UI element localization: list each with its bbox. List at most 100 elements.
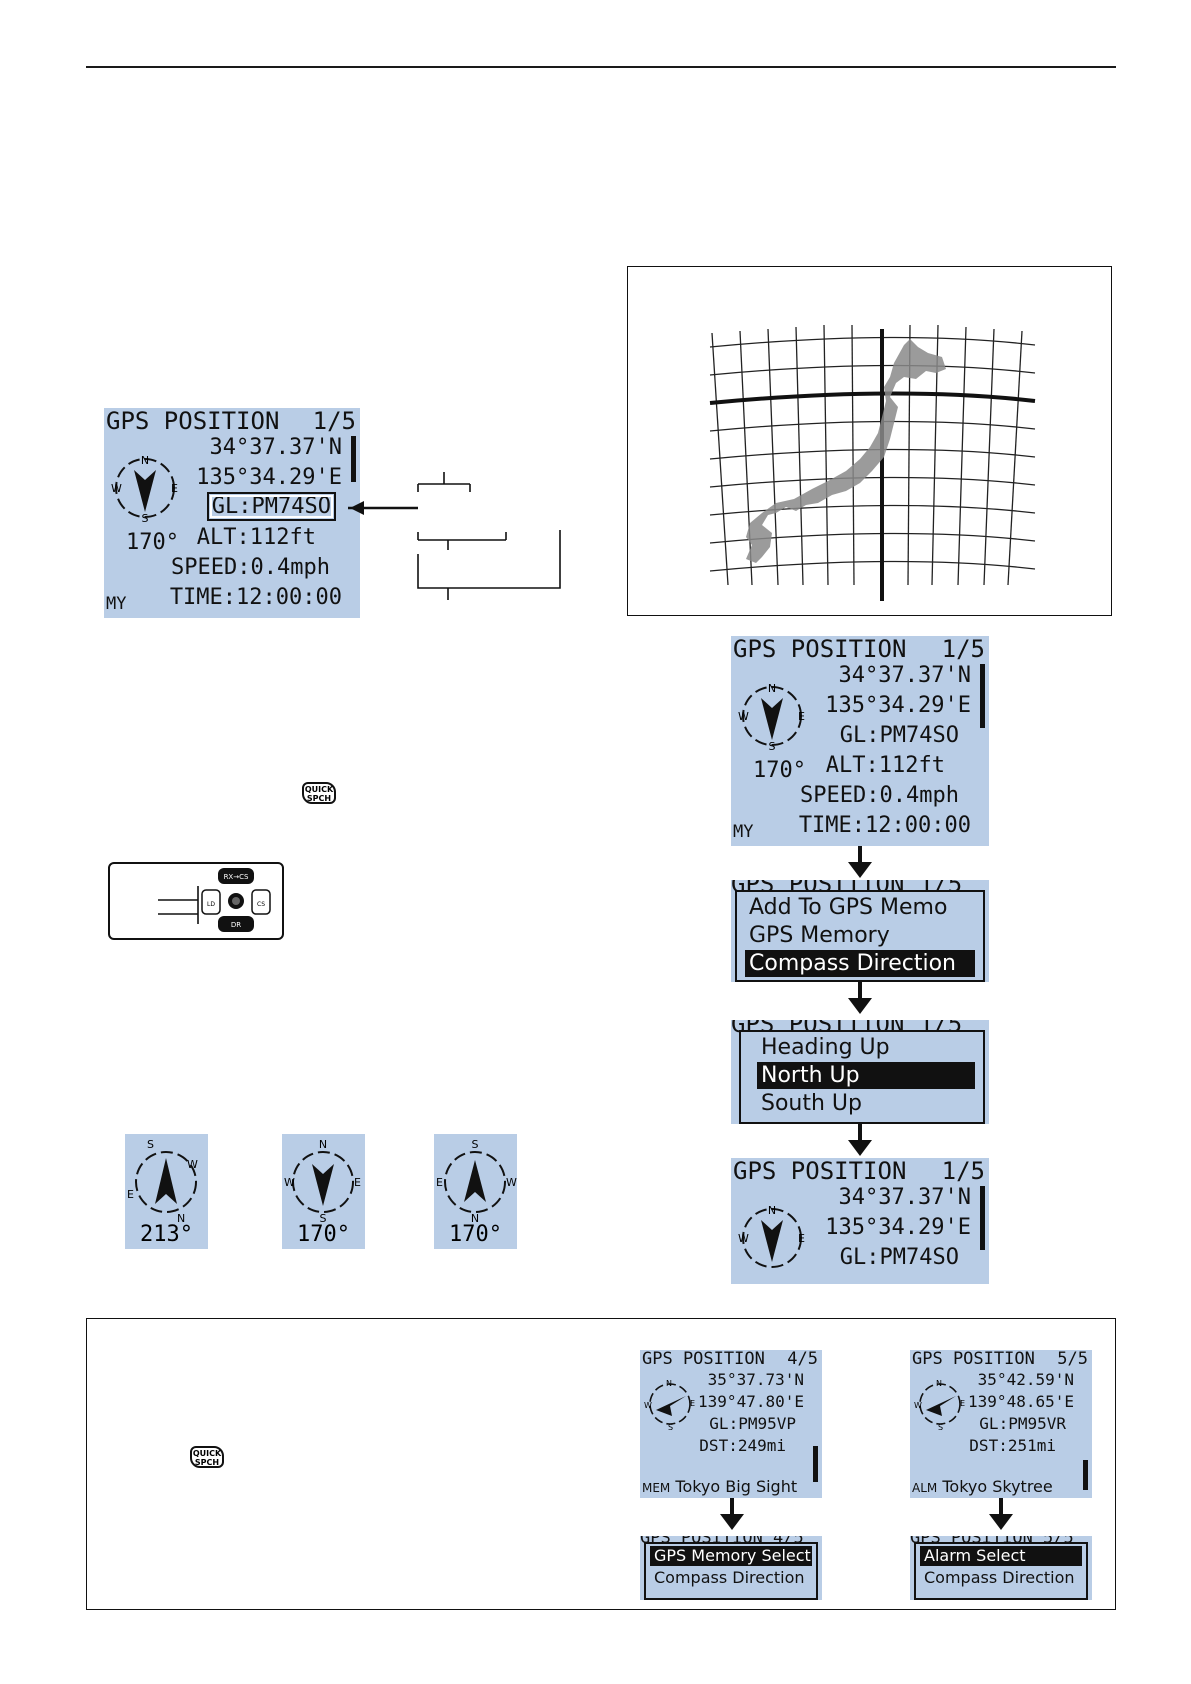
heading-degrees: 170° [753,758,806,783]
menu-item-heading-up[interactable]: Heading Up [761,1035,890,1060]
memory-name-line: MEM Tokyo Big Sight [642,1477,797,1496]
svg-text:S: S [142,512,149,525]
screen-title: GPS POSITION [642,1350,765,1369]
compass-tile-north-up: N S W E 170° [282,1134,365,1249]
gps-position-alarm-screen: GPS POSITION 5/5 N S W E 35°42.59'N 139°… [910,1350,1092,1498]
flow-arrowhead-4 [720,1514,744,1530]
flow-arrowhead-3 [848,1140,872,1156]
screen-title: GPS POSITION [106,408,280,435]
menu-item-gps-memory[interactable]: GPS Memory [749,923,890,948]
menu-panel: Alarm Select Compass Direction [914,1542,1088,1600]
scrollbar[interactable] [351,436,356,482]
svg-text:S: S [320,1212,327,1224]
menu-item-compass-direction[interactable]: Compass Direction [924,1568,1075,1587]
menu-panel: Add To GPS Memo GPS Memory Compass Direc… [735,890,985,982]
longitude: 135°34.29'E [825,1215,971,1240]
menu-item-gps-memory-select[interactable]: GPS Memory Select [650,1546,812,1566]
svg-text:W: W [644,1401,652,1410]
svg-text:E: E [127,1188,134,1201]
quick-menu-memory: GPS POSITION 4/5 GPS Memory Select Compa… [640,1536,822,1600]
compass-icon: N S W E [914,1379,965,1432]
latitude: 34°37.37'N [209,435,342,460]
grid-locator-highlight: GL:PM74SO [206,492,336,521]
latitude: 34°37.37'N [838,1185,971,1210]
grid-locator-map-frame [627,266,1112,616]
svg-text:W: W [284,1176,295,1189]
flow-arrow-4 [730,1498,734,1518]
svg-text:N: N [936,1379,942,1388]
svg-text:CS: CS [257,901,265,908]
heading-degrees: 170° [126,530,179,555]
alarm-name: Tokyo Skytree [942,1477,1053,1496]
compass-north-up-icon: N S W E [738,682,805,753]
svg-text:N: N [768,1204,776,1217]
mode-label: MEM [642,1481,671,1495]
compass-icon: N S W E [644,1379,695,1432]
scrollbar[interactable] [980,664,985,728]
alarm-name-line: ALM Tokyo Skytree [912,1477,1053,1496]
screen-title: GPS POSITION [733,1158,907,1185]
menu-item-alarm-select[interactable]: Alarm Select [920,1546,1082,1566]
latitude: 34°37.37'N [838,663,971,688]
menu-item-add-to-gps-memo[interactable]: Add To GPS Memo [749,895,948,920]
svg-text:W: W [738,710,749,723]
scrollbar[interactable] [813,1446,818,1482]
menu-item-north-up[interactable]: North Up [757,1062,975,1089]
page-indicator: 1/5 [941,1158,985,1185]
svg-text:N: N [319,1138,327,1151]
grid-locator: GL:PM95VP [709,1414,796,1433]
svg-text:S: S [668,1423,673,1432]
altitude: ALT:112ft [825,753,945,778]
page-indicator: 5/5 [1057,1350,1088,1369]
svg-text:S: S [938,1423,943,1432]
svg-text:W: W [187,1158,198,1171]
quick-menu-1: GPS POSITION 1/5 Add To GPS Memo GPS Mem… [731,880,989,982]
svg-text:E: E [798,710,805,723]
flow-arrow-5 [999,1498,1003,1518]
menu-item-compass-direction[interactable]: Compass Direction [654,1568,805,1587]
svg-text:E: E [354,1176,361,1189]
keypad-diagram: RX→CS DR LD CS [108,862,284,940]
speed: SPEED:0.4mph [800,783,959,808]
latitude: 35°37.73'N [707,1370,804,1389]
latitude: 35°42.59'N [977,1370,1074,1389]
flow-arrow-2 [858,982,862,1002]
svg-text:E: E [171,482,178,495]
speed: SPEED:0.4mph [171,555,330,580]
flow-arrowhead-5 [989,1514,1013,1530]
svg-text:E: E [798,1232,805,1245]
menu-panel: GPS Memory Select Compass Direction [644,1542,818,1600]
scrollbar[interactable] [980,1186,985,1250]
svg-text:W: W [111,482,122,495]
longitude: 135°34.29'E [196,465,342,490]
svg-text:E: E [690,1399,695,1408]
longitude: 139°47.80'E [698,1392,804,1411]
heading-degrees: 170° [449,1222,502,1247]
svg-text:N: N [141,454,149,467]
svg-text:N: N [768,682,776,695]
scrollbar[interactable] [1083,1460,1088,1490]
svg-text:W: W [914,1401,922,1410]
grid-locator: GL:PM95VR [979,1414,1066,1433]
compass-tile-heading-up: S W N E 213° [125,1134,208,1249]
svg-text:N: N [471,1212,479,1224]
menu-item-south-up[interactable]: South Up [761,1091,862,1116]
mode-label: MY [733,822,754,842]
mode-label: MY [106,594,127,614]
grid-locator: GL:PM74SO [839,723,959,748]
menu-item-compass-direction[interactable]: Compass Direction [745,950,975,977]
longitude: 139°48.65'E [968,1392,1074,1411]
svg-text:N: N [666,1379,672,1388]
flow-arrowhead-1 [848,862,872,878]
page-indicator: 1/5 [312,408,356,435]
altitude: ALT:112ft [196,525,316,550]
gps-position-screen-step2: GPS POSITION 1/5 N W E 34°37.37'N 135°34… [731,1158,989,1284]
distance: DST:249mi [699,1436,786,1455]
heading-degrees: 213° [140,1222,193,1247]
gps-position-memory-screen: GPS POSITION 4/5 N S W E 35°37.73'N 139°… [640,1350,822,1498]
quick-menu-alarm: GPS POSITION 5/5 Alarm Select Compass Di… [910,1536,1092,1600]
compass-north-up-icon: N S W E [111,454,178,525]
svg-text:S: S [769,740,776,753]
